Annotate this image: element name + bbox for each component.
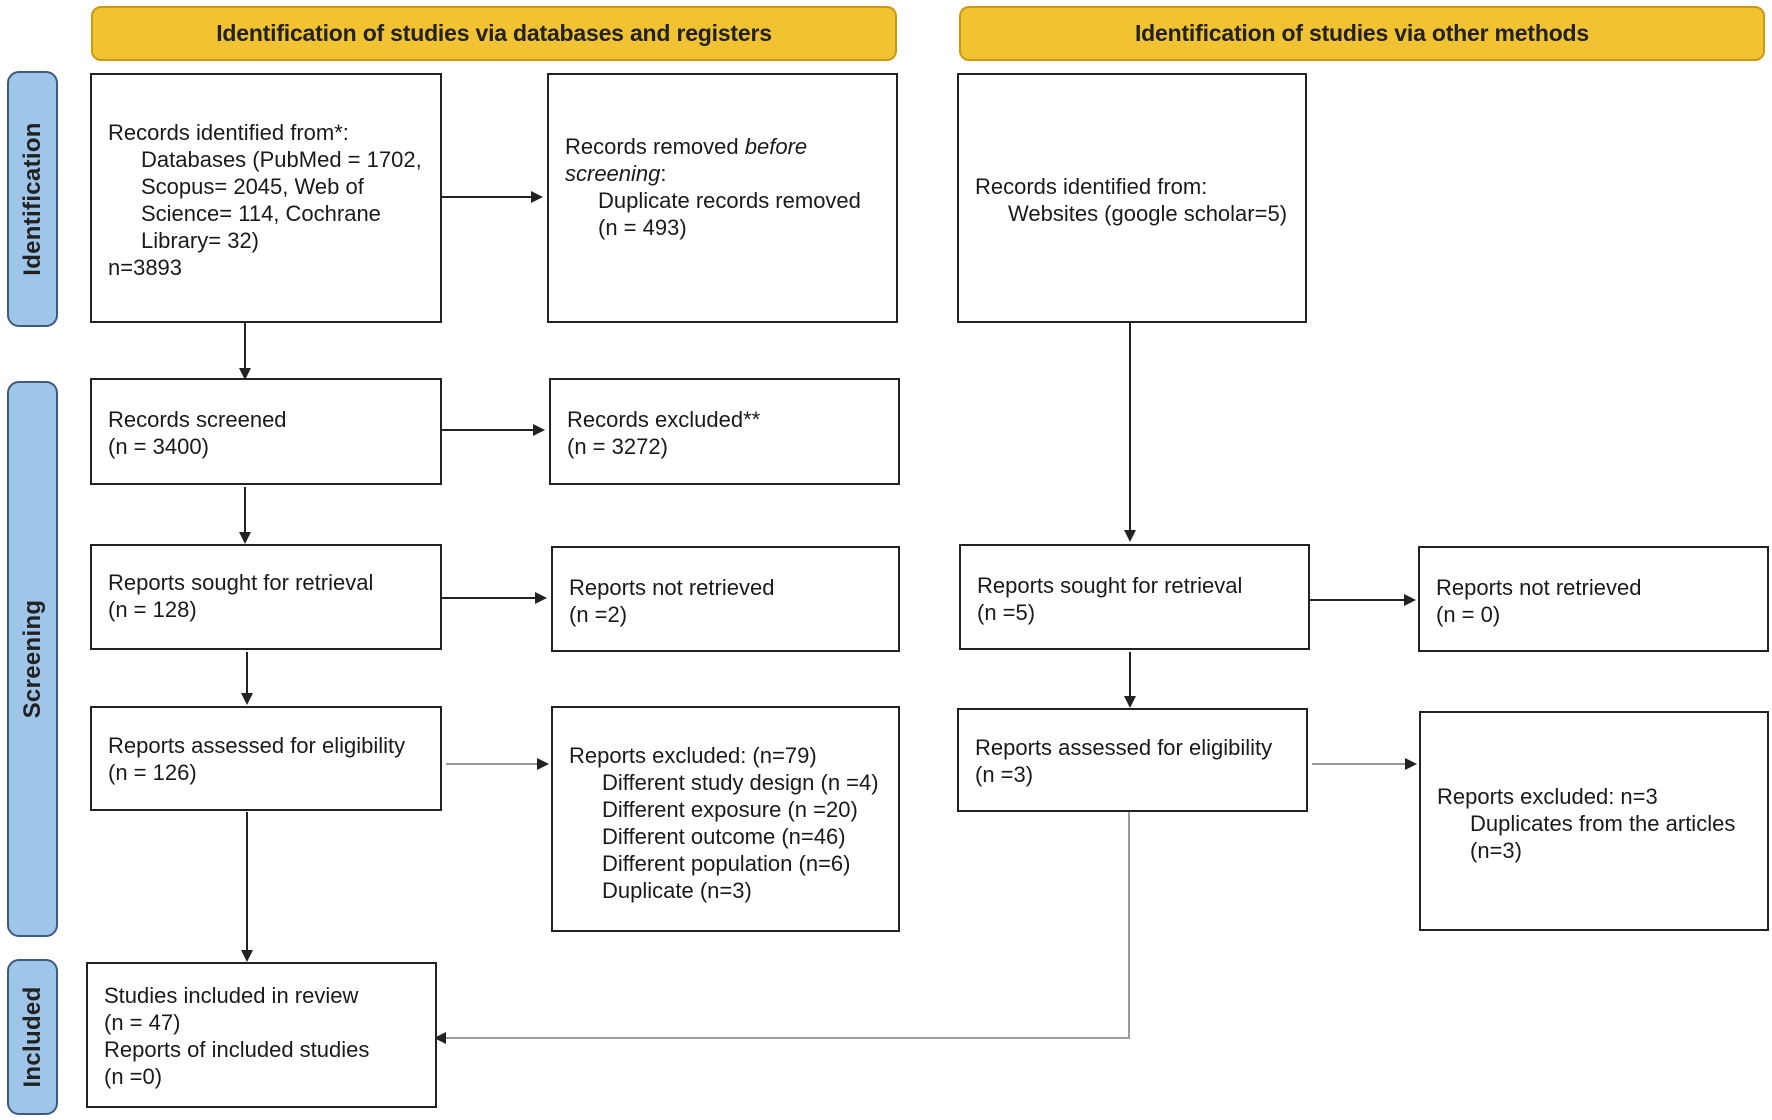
records-removed-duplicates: Duplicate records removed: [598, 188, 861, 213]
header-databases-label: Identification of studies via databases …: [216, 20, 772, 46]
header-databases: Identification of studies via databases …: [91, 6, 897, 61]
side-identification: Identification: [7, 71, 58, 327]
records-identified-box: Records identified from*: Databases (Pub…: [90, 73, 442, 323]
records-screened-n: (n = 3400): [108, 434, 209, 459]
reports-excluded-box: Reports excluded: (n=79) Different study…: [551, 706, 900, 932]
other-records-identified-websites: Websites (google scholar=5): [1008, 201, 1288, 226]
reports-assessed-box: Reports assessed for eligibility (n = 12…: [90, 706, 442, 811]
records-screened-box: Records screened (n = 3400): [90, 378, 442, 485]
studies-included-n: (n = 47): [104, 1010, 181, 1035]
studies-included-label: Studies included in review: [104, 983, 359, 1008]
reports-excluded-reason: Different study design (n =4): [602, 770, 879, 795]
reports-sought-box: Reports sought for retrieval (n = 128): [90, 544, 442, 650]
side-included: Included: [7, 959, 58, 1115]
studies-included-box: Studies included in review (n = 47) Repo…: [86, 962, 437, 1108]
other-reports-sought-n: (n =5): [977, 600, 1036, 625]
records-excluded-label: Records excluded**: [567, 407, 761, 432]
reports-not-retrieved-box: Reports not retrieved (n =2): [551, 546, 900, 652]
reports-sought-label: Reports sought for retrieval: [108, 570, 374, 595]
records-identified-n: n=3893: [108, 255, 183, 280]
other-reports-assessed-label: Reports assessed for eligibility: [975, 735, 1273, 760]
reports-not-retrieved-label: Reports not retrieved: [569, 575, 775, 600]
other-reports-excluded-reason: Duplicates from the articles: [1470, 811, 1736, 836]
other-reports-not-retrieved-label: Reports not retrieved: [1436, 575, 1642, 600]
other-reports-sought-label: Reports sought for retrieval: [977, 573, 1243, 598]
reports-sought-n: (n = 128): [108, 597, 197, 622]
reports-assessed-n: (n = 126): [108, 760, 197, 785]
reports-excluded-reason: Duplicate (n=3): [602, 878, 752, 903]
other-records-identified-box: Records identified from: Websites (googl…: [957, 73, 1307, 323]
other-records-identified-title: Records identified from:: [975, 174, 1208, 199]
records-excluded-n: (n = 3272): [567, 434, 668, 459]
reports-included-label: Reports of included studies: [104, 1037, 370, 1062]
other-reports-excluded-label: Reports excluded: n=3: [1437, 784, 1658, 809]
reports-assessed-label: Reports assessed for eligibility: [108, 733, 406, 758]
records-excluded-box: Records excluded** (n = 3272): [549, 378, 900, 485]
other-reports-assessed-n: (n =3): [975, 762, 1034, 787]
other-reports-sought-box: Reports sought for retrieval (n =5): [959, 544, 1310, 650]
side-identification-label: Identification: [18, 122, 46, 276]
header-other-methods: Identification of studies via other meth…: [959, 6, 1765, 61]
other-reports-excluded-box: Reports excluded: n=3 Duplicates from th…: [1419, 711, 1769, 931]
records-removed-n: (n = 493): [598, 215, 687, 240]
side-included-label: Included: [18, 986, 46, 1088]
records-screened-label: Records screened: [108, 407, 287, 432]
reports-included-n: (n =0): [104, 1064, 163, 1089]
reports-excluded-label: Reports excluded: (n=79): [569, 743, 817, 768]
side-screening: Screening: [7, 381, 58, 937]
records-identified-databases: Databases (PubMed = 1702, Scopus= 2045, …: [141, 147, 422, 253]
other-reports-excluded-reason-n: (n=3): [1470, 838, 1522, 863]
reports-excluded-reason: Different population (n=6): [602, 851, 851, 876]
reports-not-retrieved-n: (n =2): [569, 602, 628, 627]
header-other-label: Identification of studies via other meth…: [1134, 20, 1589, 46]
records-identified-title: Records identified from*:: [108, 120, 349, 145]
reports-excluded-reason: Different outcome (n=46): [602, 824, 846, 849]
other-reports-not-retrieved-n: (n = 0): [1436, 602, 1501, 627]
other-reports-not-retrieved-box: Reports not retrieved (n = 0): [1418, 546, 1769, 652]
reports-excluded-reason: Different exposure (n =20): [602, 797, 858, 822]
side-screening-label: Screening: [18, 599, 46, 719]
other-reports-assessed-box: Reports assessed for eligibility (n =3): [957, 708, 1308, 812]
